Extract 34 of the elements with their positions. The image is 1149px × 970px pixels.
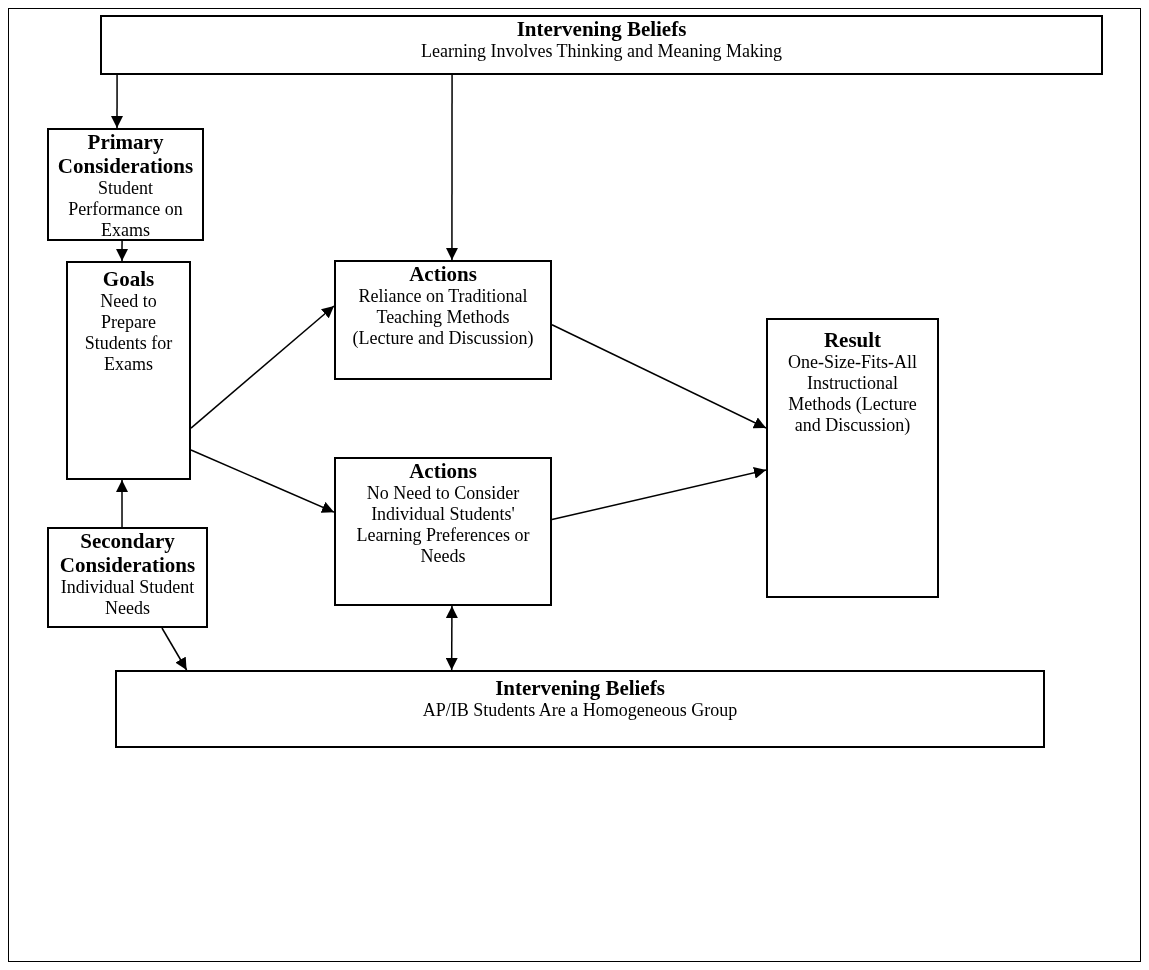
process-box — [47, 527, 208, 628]
box-text: Student Performance on Exams — [67, 178, 184, 241]
arrow — [551, 324, 767, 429]
box-text: AP/IB Students Are a Homogeneous Group — [422, 700, 738, 721]
process-box — [334, 457, 552, 606]
box-heading: Secondary Considerations — [58, 529, 197, 577]
box-heading: Intervening Beliefs — [495, 676, 665, 700]
box-text: Learning Involves Thinking and Meaning Making — [420, 41, 783, 62]
box-text: Need to Prepare Students for Exams — [83, 291, 174, 375]
arrow — [161, 627, 188, 671]
box-heading: Intervening Beliefs — [516, 17, 687, 41]
process-box — [115, 670, 1045, 748]
box-heading: Goals — [102, 267, 155, 291]
box-heading: Result — [823, 328, 882, 352]
process-box — [334, 260, 552, 380]
box-heading: Primary Considerations — [56, 130, 195, 178]
box-text: One-Size-Fits-All Instructional Methods (Lecture and Discussion) — [787, 352, 918, 436]
arrow — [190, 305, 335, 429]
process-box — [66, 261, 191, 480]
box-heading: Actions — [409, 459, 477, 483]
arrow — [190, 449, 335, 513]
process-box — [766, 318, 939, 598]
process-box — [47, 128, 204, 241]
arrow — [445, 74, 458, 261]
process-box — [100, 15, 1103, 75]
arrow — [445, 605, 458, 671]
box-heading: Actions — [409, 262, 477, 286]
arrow — [116, 479, 128, 528]
arrow — [116, 240, 129, 262]
box-text: Individual Student Needs — [59, 577, 196, 619]
arrow — [111, 74, 124, 129]
box-text: No Need to Consider Individual Students' Learning Preferences or Needs — [355, 483, 531, 567]
arrow — [551, 466, 767, 521]
box-text: Reliance on Traditional Teaching Methods (Lecture and Discussion) — [351, 286, 535, 349]
